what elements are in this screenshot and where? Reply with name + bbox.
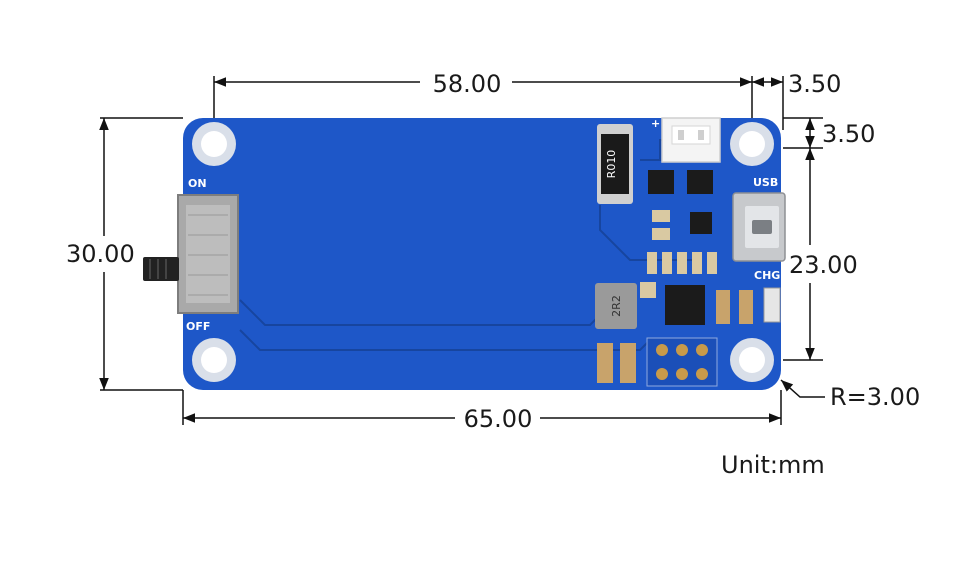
ic-chip (648, 170, 713, 325)
dimension-labels: 58.00 3.50 3.50 30.00 23.00 65.00 R=3.00… (66, 70, 920, 479)
inductor: 2R2 (595, 283, 637, 329)
radius-leader (780, 379, 825, 398)
dim-58-label: 58.00 (433, 70, 502, 98)
usb-label: USB (753, 176, 778, 189)
passive-components (640, 210, 781, 324)
switch-off-label: OFF (186, 320, 210, 333)
dim-3-50-vertical-label: 3.50 (822, 120, 875, 148)
switch-knob (143, 257, 179, 281)
pcb-board: ON OFF R010 + USB CHG (143, 117, 786, 390)
slide-switch (143, 194, 239, 314)
mounting-hole-top-right (730, 122, 774, 166)
unit-label: Unit:mm (721, 451, 825, 479)
switch-on-label: ON (188, 177, 207, 190)
dimension-lines (99, 76, 825, 425)
connector-plus-label: + (651, 117, 660, 130)
dim-30-label: 30.00 (66, 240, 135, 268)
mounting-hole-bottom-right (730, 338, 774, 382)
shunt-resistor: R010 (597, 124, 633, 204)
dim-3-50-horizontal-label: 3.50 (788, 70, 841, 98)
resistor-label: R010 (605, 150, 618, 179)
mounting-hole-top-left (192, 122, 236, 166)
battery-connector (661, 117, 721, 163)
micro-usb-port (732, 192, 786, 262)
trace (239, 329, 651, 351)
chg-label: CHG (754, 269, 780, 282)
inductor-label: 2R2 (610, 295, 623, 317)
mounting-hole-bottom-left (192, 338, 236, 382)
pad-matrix (646, 337, 718, 387)
dim-23-label: 23.00 (789, 251, 858, 279)
radius-label: R=3.00 (830, 383, 920, 411)
dim-65-label: 65.00 (464, 405, 533, 433)
capacitors (597, 343, 636, 383)
